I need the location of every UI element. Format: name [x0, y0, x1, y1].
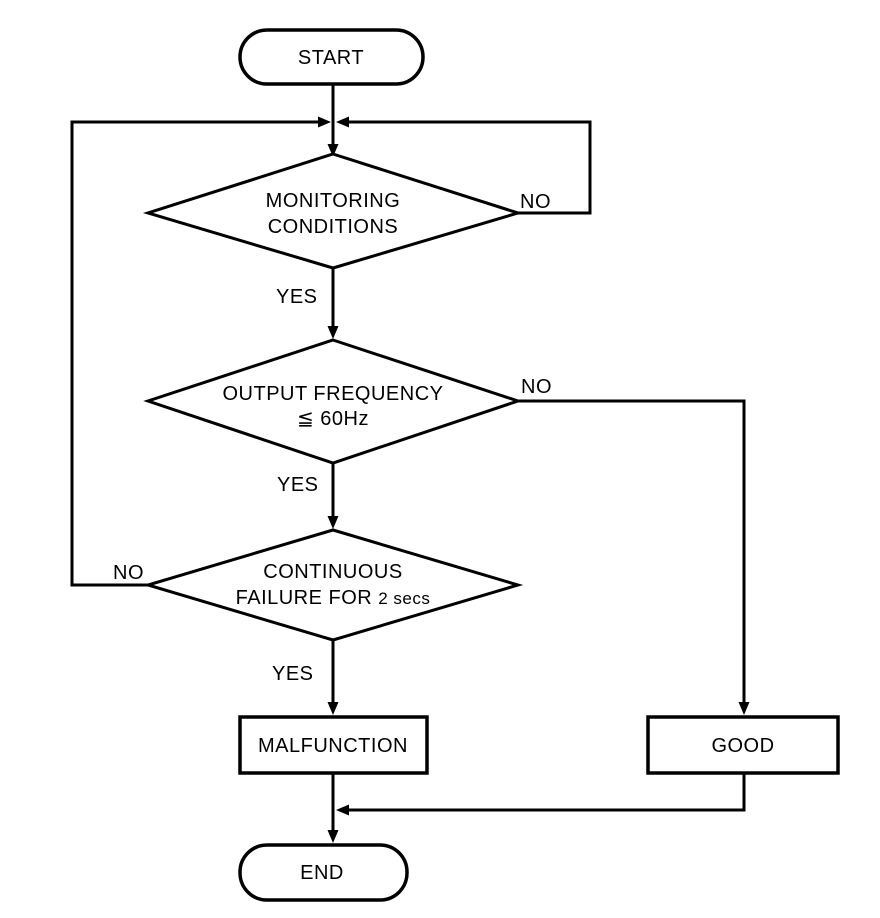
node-output-frequency: OUTPUT FREQUENCY ≦ 60Hz [143, 338, 523, 465]
continuous-label-line2-small: 2 secs [378, 589, 430, 608]
node-continuous-failure: CONTINUOUS FAILURE FOR 2 secs [142, 528, 524, 642]
continuous-decision-shape [142, 528, 524, 642]
node-monitoring-conditions: MONITORING CONDITIONS [142, 152, 524, 270]
good-process-shape [646, 715, 840, 775]
start-terminator-shape [238, 28, 425, 86]
frequency-decision-shape [143, 338, 523, 465]
branch-label-frequency-no: NO [521, 376, 552, 398]
edge-monitoring-no-loop [344, 120, 592, 215]
start-label: START [298, 47, 364, 69]
arrowhead-into-continuous [327, 516, 339, 529]
arrowhead-into-good [738, 702, 750, 715]
branch-label-monitoring-no: NO [520, 191, 551, 213]
branch-label-continuous-no: NO [113, 562, 144, 584]
edge-good-to-end [346, 773, 746, 812]
monitoring-label-line2: CONDITIONS [268, 216, 399, 238]
frequency-label-line2: ≦ 60Hz [297, 408, 369, 430]
branch-label-frequency-yes: YES [277, 474, 319, 496]
arrowhead-left-loop-junction [318, 116, 331, 128]
branch-label-monitoring-yes: YES [276, 286, 318, 308]
end-terminator-shape [238, 843, 409, 902]
arrowhead-into-monitoring [327, 144, 339, 157]
continuous-label-line1: CONTINUOUS [263, 561, 402, 583]
continuous-label-line2-main: FAILURE FOR [236, 587, 373, 609]
continuous-label-line2: FAILURE FOR 2 secs [236, 587, 431, 609]
edge-frequency-no-to-good [518, 399, 746, 708]
node-start: START [238, 28, 425, 86]
branch-label-continuous-yes: YES [272, 663, 314, 685]
node-malfunction: MALFUNCTION [238, 715, 429, 775]
end-label: END [300, 862, 344, 884]
good-label: GOOD [711, 735, 774, 757]
arrowhead-into-malfunction [327, 702, 339, 715]
frequency-label-line1: OUTPUT FREQUENCY [223, 383, 444, 405]
arrowhead-good-line-into-end-line [336, 804, 349, 816]
node-good: GOOD [646, 715, 840, 775]
arrowhead-right-loop-junction [336, 116, 349, 128]
edge-continuous-no-loop [70, 120, 324, 587]
arrowhead-into-frequency [327, 326, 339, 339]
monitoring-decision-shape [142, 152, 524, 270]
node-end: END [238, 843, 409, 902]
malfunction-label: MALFUNCTION [258, 735, 408, 757]
monitoring-label-line1: MONITORING [266, 190, 401, 212]
malfunction-process-shape [238, 715, 429, 775]
arrowhead-into-end [327, 830, 339, 843]
